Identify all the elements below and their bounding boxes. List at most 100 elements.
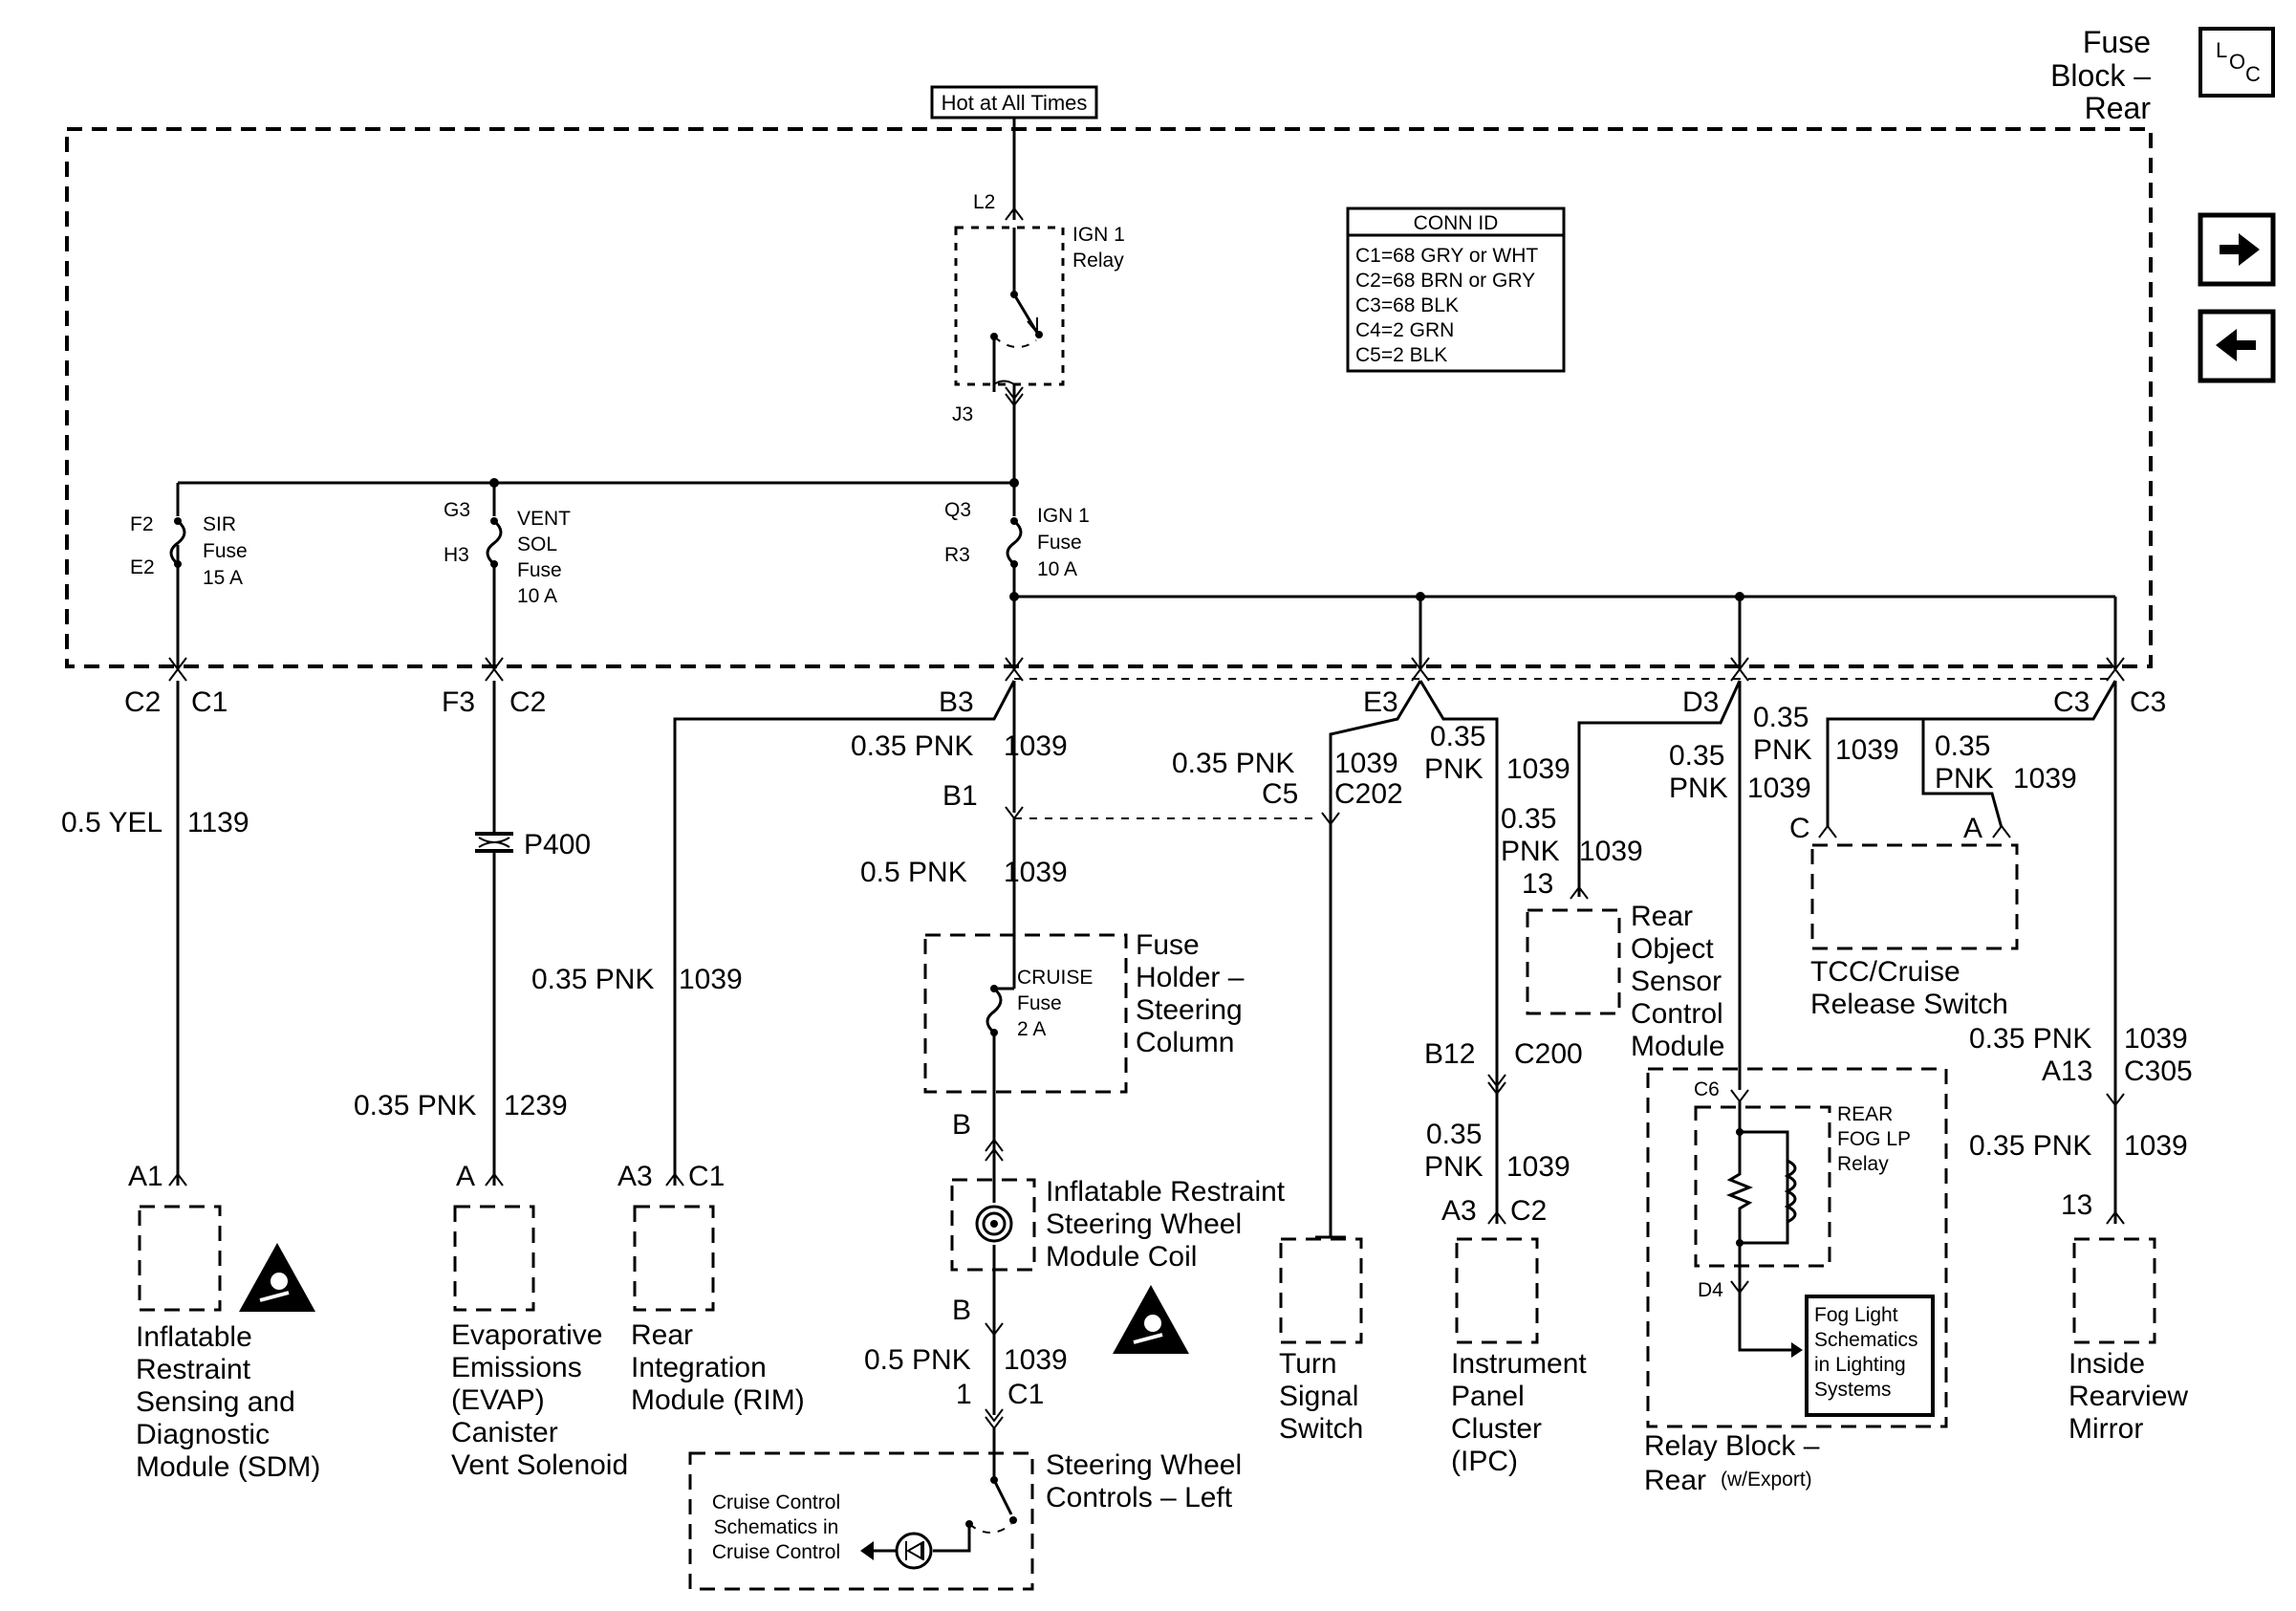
rim-module[interactable]: Rear Integration Module (RIM) xyxy=(631,1205,805,1416)
fuse-holder-steering-column: CRUISE Fuse 2 A Fuse Holder – Steering C… xyxy=(923,929,1245,1138)
arrow-right-icon[interactable] xyxy=(2198,212,2276,287)
svg-text:E3: E3 xyxy=(1363,686,1398,718)
svg-text:Module: Module xyxy=(1631,1031,1724,1062)
svg-text:0.35: 0.35 xyxy=(1501,803,1556,835)
svg-text:10 A: 10 A xyxy=(1037,558,1077,580)
svg-text:Fuse: Fuse xyxy=(1136,929,1200,961)
svg-text:(EVAP): (EVAP) xyxy=(451,1384,545,1416)
svg-text:0.35: 0.35 xyxy=(1753,702,1809,733)
svg-text:Rear: Rear xyxy=(2085,91,2152,125)
fuse-block-rear-title: Fuse Block – Rear xyxy=(2050,25,2151,125)
conn-id-table: CONN ID C1=68 GRY or WHT C2=68 BRN or GR… xyxy=(1346,207,1566,373)
fog-light-schematics-reference[interactable]: Fog Light Schematics in Lighting Systems xyxy=(1805,1295,1935,1417)
svg-text:P400: P400 xyxy=(524,829,591,860)
steering-wheel-coil-circuit: B B Inflatable Restraint Steering Wheel … xyxy=(864,1109,1286,1430)
svg-text:C: C xyxy=(1789,813,1810,844)
svg-text:D4: D4 xyxy=(1698,1279,1723,1301)
svg-text:PNK: PNK xyxy=(1501,836,1560,867)
vent-sol-fuse: G3 H3 VENT SOL Fuse 10 A xyxy=(444,483,571,671)
svg-text:D3: D3 xyxy=(1682,686,1719,718)
svg-text:0.5 PNK: 0.5 PNK xyxy=(864,1344,971,1376)
svg-text:0.35 PNK: 0.35 PNK xyxy=(851,730,973,762)
svg-text:0.35 PNK: 0.35 PNK xyxy=(354,1090,476,1121)
svg-text:C3: C3 xyxy=(2130,686,2166,718)
svg-text:Module Coil: Module Coil xyxy=(1046,1241,1197,1273)
instrument-panel-cluster[interactable]: Instrument Panel Cluster (IPC) xyxy=(1451,1237,1587,1477)
hot-at-all-times-label: Hot at All Times xyxy=(930,85,1098,120)
svg-text:Column: Column xyxy=(1136,1027,1234,1058)
svg-text:B12: B12 xyxy=(1424,1038,1475,1070)
svg-text:IGN 1: IGN 1 xyxy=(1072,224,1125,246)
svg-text:Schematics in: Schematics in xyxy=(714,1516,839,1538)
turn-signal-switch[interactable]: Turn Signal Switch xyxy=(1279,1237,1363,1445)
svg-text:B3: B3 xyxy=(939,686,974,718)
svg-text:B1: B1 xyxy=(942,780,978,812)
svg-text:Rear: Rear xyxy=(1631,901,1693,932)
svg-text:Emissions: Emissions xyxy=(451,1352,582,1383)
svg-text:1039: 1039 xyxy=(2124,1023,2188,1055)
svg-text:2 A: 2 A xyxy=(1017,1018,1046,1040)
svg-text:0.35 PNK: 0.35 PNK xyxy=(1969,1130,2091,1162)
svg-text:REAR: REAR xyxy=(1837,1103,1893,1125)
svg-text:F2: F2 xyxy=(130,513,154,535)
arrow-left-icon[interactable] xyxy=(2198,309,2276,383)
svg-text:Sensing and: Sensing and xyxy=(136,1386,295,1418)
svg-text:Relay: Relay xyxy=(1072,250,1124,272)
svg-text:C2: C2 xyxy=(509,686,546,718)
svg-text:TCC/Cruise: TCC/Cruise xyxy=(1810,956,1960,988)
ign1-fuse: Q3 R3 IGN 1 Fuse 10 A xyxy=(944,483,1090,671)
svg-text:SIR: SIR xyxy=(203,513,236,535)
svg-text:Sensor: Sensor xyxy=(1631,966,1722,997)
svg-text:FOG LP: FOG LP xyxy=(1837,1128,1911,1150)
svg-text:A: A xyxy=(1963,813,1982,844)
svg-text:Restraint: Restraint xyxy=(136,1354,251,1385)
svg-text:Mirror: Mirror xyxy=(2069,1413,2143,1445)
turn-signal-circuit: 0.35 PNK 1039 C5 C202 xyxy=(1172,680,1422,1239)
svg-text:Fuse: Fuse xyxy=(203,540,248,562)
svg-text:1039: 1039 xyxy=(1835,734,1899,766)
svg-text:C3=68 BLK: C3=68 BLK xyxy=(1355,294,1459,316)
ign1-relay: L2 IGN 1 Relay J3 xyxy=(952,118,1125,483)
loc-icon[interactable]: L O C xyxy=(2199,27,2275,98)
svg-text:Steering Wheel: Steering Wheel xyxy=(1046,1208,1242,1240)
svg-text:0.5 PNK: 0.5 PNK xyxy=(860,857,967,888)
svg-text:C3: C3 xyxy=(2053,686,2090,718)
evap-vent-solenoid[interactable]: Evaporative Emissions (EVAP) Canister Ve… xyxy=(451,1205,628,1481)
svg-text:C200: C200 xyxy=(1514,1038,1583,1070)
svg-text:C: C xyxy=(2245,62,2261,86)
steering-wheel-controls-left[interactable]: Cruise Control Schematics in Cruise Cont… xyxy=(688,1428,1242,1591)
sir-fuse: F2 E2 SIR Fuse 15 A xyxy=(130,483,248,671)
svg-text:0.35: 0.35 xyxy=(1935,730,1990,762)
svg-text:R3: R3 xyxy=(944,544,970,566)
rear-object-sensor-control-module[interactable]: Rear Object Sensor Control Module xyxy=(1526,901,1724,1062)
inside-rearview-mirror[interactable]: Inside Rearview Mirror xyxy=(2069,1237,2188,1445)
svg-text:Rearview: Rearview xyxy=(2069,1381,2188,1412)
sdm-module[interactable]: Inflatable Restraint Sensing and Diagnos… xyxy=(136,1205,320,1483)
svg-text:Release Switch: Release Switch xyxy=(1810,989,2008,1020)
svg-text:C2: C2 xyxy=(124,686,161,718)
svg-text:0.35 PNK: 0.35 PNK xyxy=(1172,748,1294,779)
svg-text:Switch: Switch xyxy=(1279,1413,1363,1445)
tcc-cruise-release-switch[interactable]: TCC/Cruise Release Switch xyxy=(1810,843,2019,1020)
relay-block-rear[interactable]: C6 D4 REAR FOG LP Relay Relay Block – Re… xyxy=(1644,1067,1948,1496)
svg-text:Schematics: Schematics xyxy=(1814,1329,1918,1351)
svg-text:A3: A3 xyxy=(1441,1195,1477,1227)
svg-text:C6: C6 xyxy=(1694,1078,1720,1100)
svg-text:CRUISE: CRUISE xyxy=(1017,967,1093,989)
svg-text:C1: C1 xyxy=(1007,1379,1044,1410)
svg-text:A13: A13 xyxy=(2042,1056,2092,1087)
svg-text:Rear: Rear xyxy=(1644,1465,1706,1496)
svg-text:Rear: Rear xyxy=(631,1319,693,1351)
svg-text:1039: 1039 xyxy=(1506,1151,1570,1183)
svg-text:Block –: Block – xyxy=(2050,58,2151,93)
svg-text:E2: E2 xyxy=(130,556,155,578)
fuse-block-border xyxy=(65,127,2153,668)
svg-text:C4=2 GRN: C4=2 GRN xyxy=(1355,319,1454,341)
svg-text:PNK: PNK xyxy=(1753,734,1812,766)
svg-text:Steering Wheel: Steering Wheel xyxy=(1046,1449,1242,1481)
svg-text:Cruise Control: Cruise Control xyxy=(712,1541,840,1563)
evap-circuit: P400 0.35 PNK 1239 A xyxy=(354,681,591,1192)
svg-text:Module (RIM): Module (RIM) xyxy=(631,1384,805,1416)
svg-text:10 A: 10 A xyxy=(517,585,557,607)
